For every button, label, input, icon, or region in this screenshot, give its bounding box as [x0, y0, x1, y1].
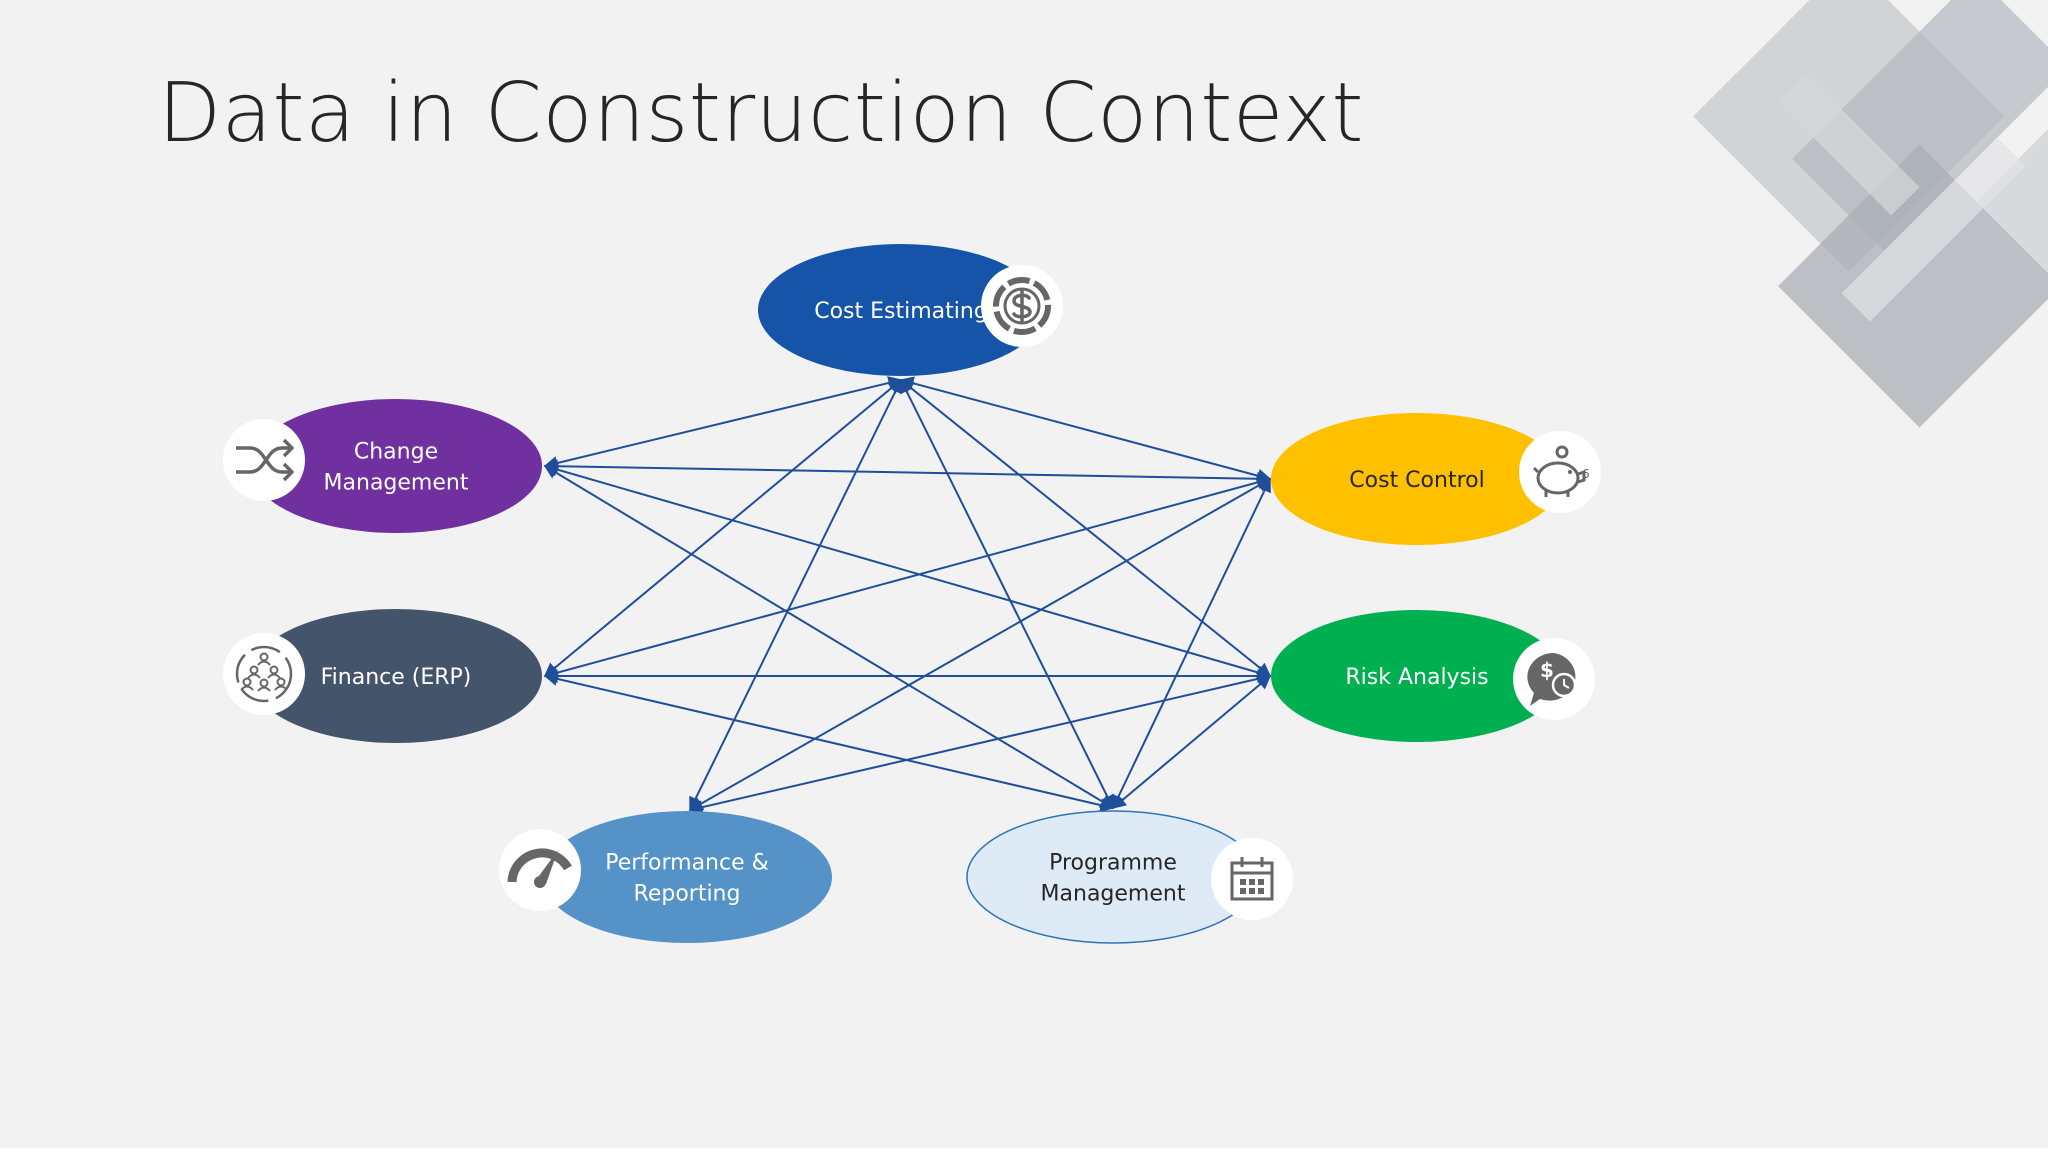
node-cost-control-label-line-1: Cost Control [1349, 468, 1484, 493]
node-finance-erp: Finance (ERP) [223, 609, 542, 743]
node-performance-reporting-ellipse [542, 811, 832, 943]
dollar-circle-icon [981, 265, 1063, 347]
svg-text:$: $ [1540, 658, 1554, 682]
connector-cost-estimating-to-risk-analysis [899, 379, 1272, 677]
speedometer-icon [499, 829, 581, 911]
connector-finance-erp-to-programme-management [543, 672, 1115, 812]
connector-lines [543, 376, 1272, 814]
node-risk-analysis-ellipse [1271, 610, 1563, 742]
node-cost-control: Cost Control 6 [1271, 413, 1601, 545]
node-finance-erp-label-line-1: Finance (ERP) [321, 665, 472, 690]
connector-performance-reporting-to-risk-analysis [688, 672, 1272, 814]
calendar-icon [1211, 838, 1293, 920]
connector-cost-estimating-to-finance-erp [543, 379, 903, 677]
node-performance-reporting-label-line-2: Reporting [634, 882, 741, 907]
bottom-bar [0, 1148, 2048, 1152]
node-cost-estimating-label-line-1: Cost Estimating [814, 299, 988, 324]
connector-performance-reporting-to-cost-control [688, 478, 1272, 811]
connector-cost-estimating-to-change-management [543, 376, 903, 470]
shuffle-icon [223, 419, 305, 501]
node-cost-control-ellipse [1271, 413, 1563, 545]
node-change-management-ellipse [250, 399, 542, 533]
connector-cost-estimating-to-performance-reporting [689, 378, 902, 812]
node-finance-erp-ellipse [250, 609, 542, 743]
node-risk-analysis: Risk Analysis $ [1271, 610, 1595, 742]
people-cycle-icon [223, 633, 305, 715]
node-change-management-label-line-2: Management [324, 471, 469, 496]
node-change-management-label-line-1: Change [354, 440, 438, 465]
node-programme-management-label-line-2: Management [1041, 882, 1186, 907]
connector-programme-management-to-cost-control [1112, 477, 1271, 810]
connector-finance-erp-to-cost-control [543, 475, 1272, 680]
slide-title: Data in Construction Context [158, 66, 1365, 161]
connector-programme-management-to-risk-analysis [1111, 675, 1272, 809]
node-performance-reporting: Performance & Reporting [499, 811, 832, 943]
node-programme-management-label-line-1: Programme [1049, 851, 1177, 876]
node-cost-estimating-ellipse [758, 244, 1044, 376]
node-performance-reporting-label-line-1: Performance & [605, 851, 769, 876]
connector-cost-estimating-to-cost-control [899, 376, 1272, 483]
piggy-bank-icon: 6 [1519, 431, 1601, 513]
connector-change-management-to-cost-control [543, 459, 1272, 486]
connector-change-management-to-risk-analysis [543, 462, 1272, 680]
money-clock-chat-icon: $ [1513, 638, 1595, 720]
node-risk-analysis-label-line-1: Risk Analysis [1345, 665, 1488, 690]
node-cost-estimating: Cost Estimating [758, 244, 1063, 376]
svg-text:6: 6 [1582, 467, 1590, 481]
